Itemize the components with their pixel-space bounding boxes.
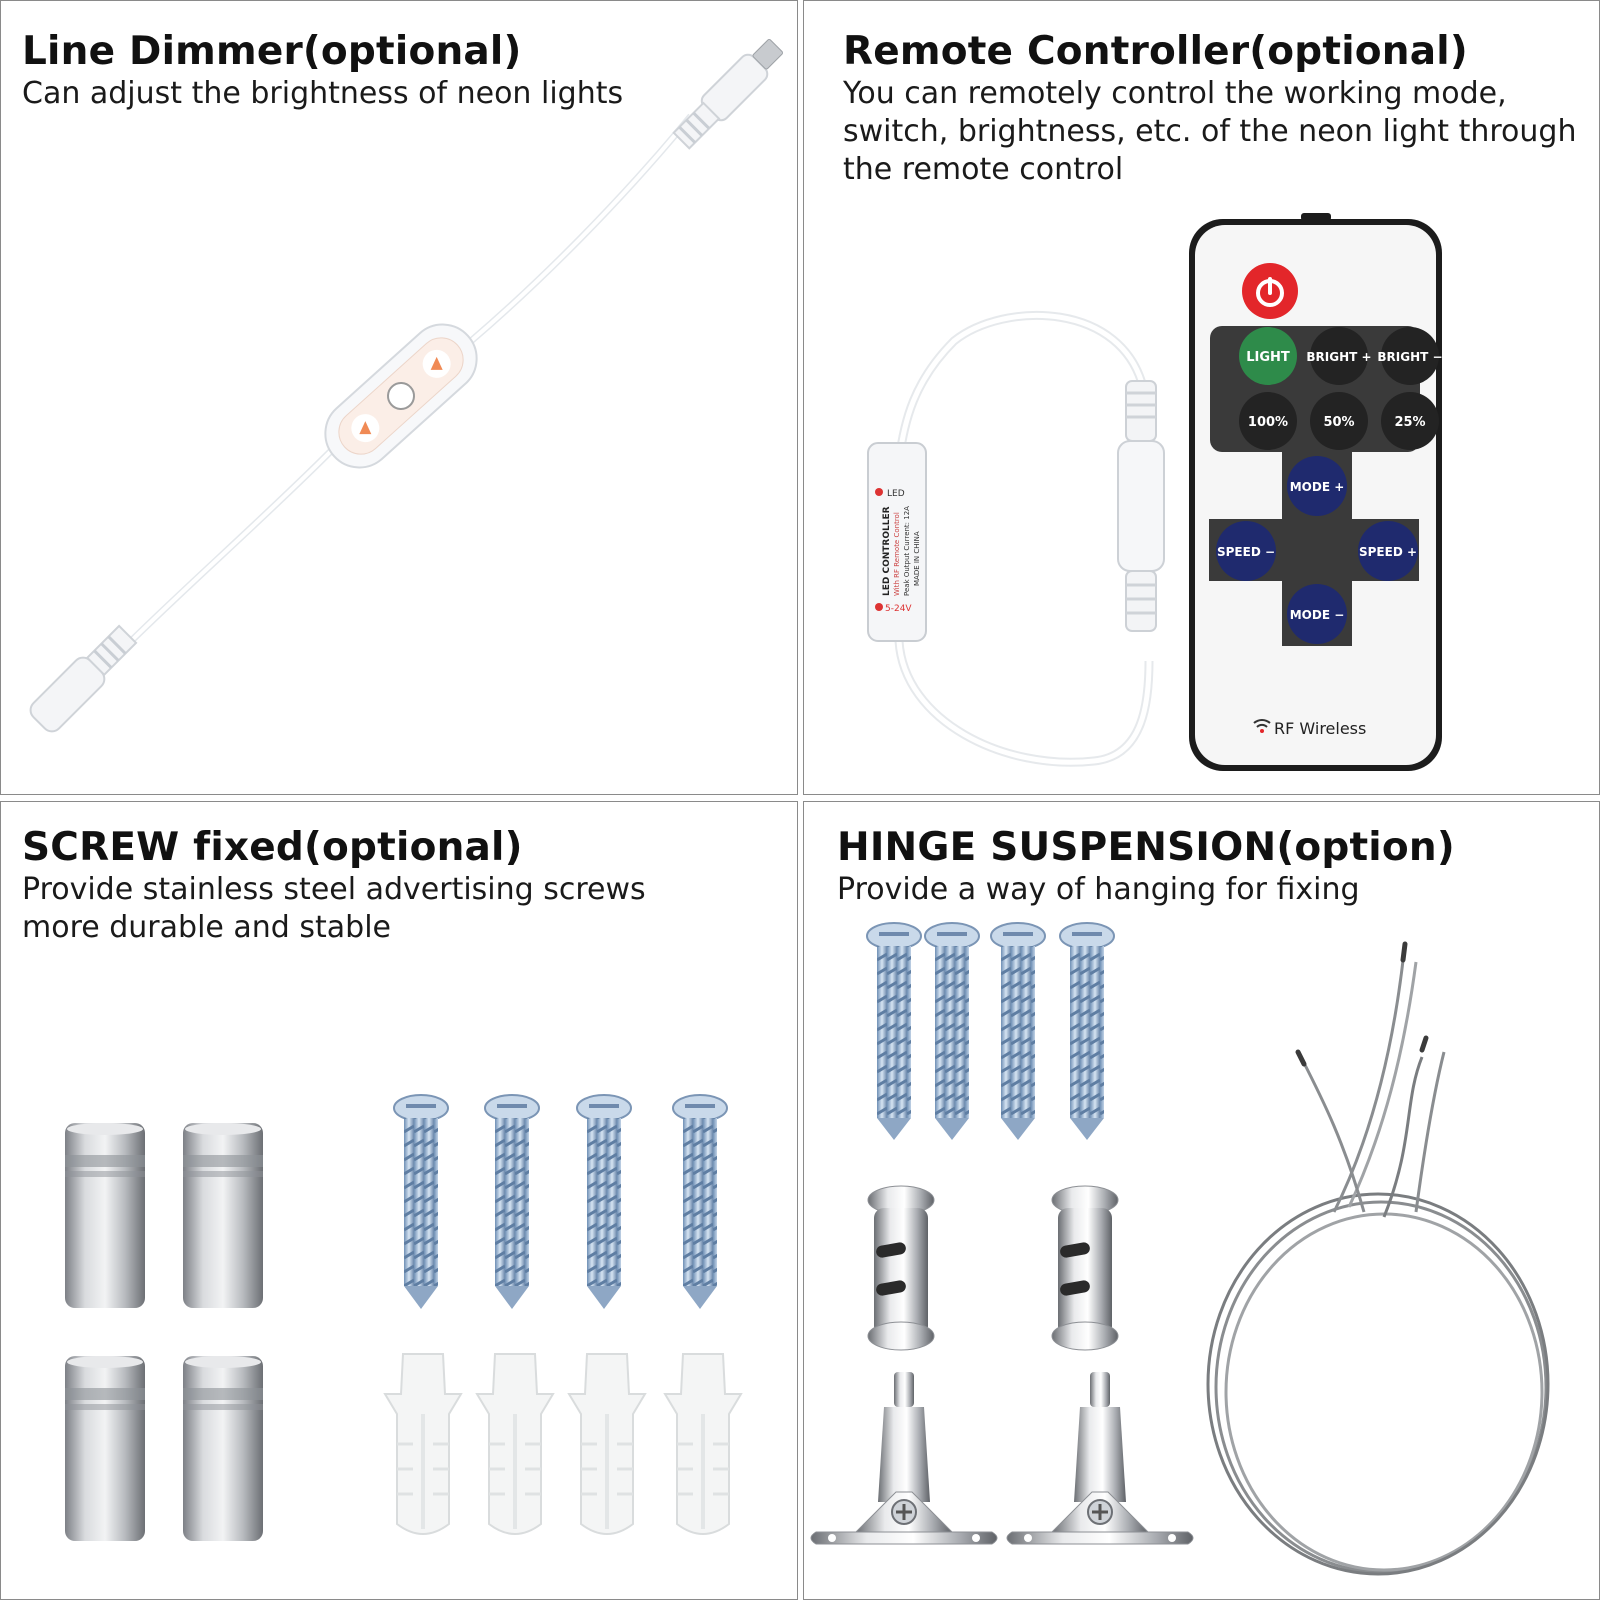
brightness-50-label: 50% — [1323, 415, 1354, 430]
bright-plus-button[interactable] — [1310, 327, 1368, 385]
brightness-25-button[interactable] — [1381, 392, 1439, 450]
screw-fixed-image — [65, 1094, 743, 1541]
speed-plus-label: SPEED + — [1359, 545, 1417, 559]
screw-fixed-description: Provide stainless steel advertising scre… — [22, 871, 646, 947]
bright-minus-button[interactable] — [1381, 327, 1439, 385]
rf-remote: LIGHT BRIGHT + BRIGHT − 100% 50% 25% MOD… — [1189, 213, 1443, 771]
screw-desc-line-2: more durable and stable — [22, 910, 391, 945]
panel-remote-controller: Remote Controller(optional) You can remo… — [803, 0, 1600, 795]
controller-current: Peak Output Current: 12A — [903, 506, 911, 596]
bright-minus-label: BRIGHT − — [1377, 350, 1442, 364]
bright-plus-label: BRIGHT + — [1306, 350, 1371, 364]
controller-made: MADE IN CHINA — [913, 531, 921, 586]
led-label: LED — [887, 489, 905, 499]
line-dimmer-image — [29, 39, 783, 733]
dimmer-body — [324, 323, 478, 469]
brightness-25-label: 25% — [1394, 415, 1425, 430]
panel-screw-fixed: SCREW fixed(optional) Provide stainless … — [0, 801, 798, 1600]
line-dimmer-title: Line Dimmer(optional) — [22, 29, 522, 74]
ceiling-bracket-group — [809, 1370, 1195, 1546]
speed-plus-button[interactable] — [1358, 521, 1418, 581]
speed-minus-button[interactable] — [1216, 521, 1276, 581]
standoff-group — [65, 1123, 263, 1541]
screw-fixed-title: SCREW fixed(optional) — [22, 825, 523, 870]
hinge-suspension-description: Provide a way of hanging for fixing — [837, 871, 1360, 909]
screw-desc-line-1: Provide stainless steel advertising scre… — [22, 872, 646, 907]
remote-controller-description: You can remotely control the working mod… — [843, 75, 1576, 189]
light-button[interactable] — [1239, 327, 1297, 385]
brightness-100-label: 100% — [1248, 415, 1288, 430]
panel-line-dimmer: Line Dimmer(optional) Can adjust the bri… — [0, 0, 798, 795]
brightness-50-button[interactable] — [1310, 392, 1368, 450]
mode-minus-label: MODE − — [1290, 608, 1345, 622]
hinge-suspension-image — [809, 922, 1550, 1576]
light-button-label: LIGHT — [1246, 350, 1290, 365]
mode-minus-button[interactable] — [1287, 584, 1347, 644]
panel-hinge-suspension: HINGE SUSPENSION(option) Provide a way o… — [803, 801, 1600, 1600]
brightness-100-button[interactable] — [1239, 392, 1297, 450]
hinge-desc-line-1: Provide a way of hanging for fixing — [837, 872, 1360, 907]
hanging-screw-group — [866, 922, 1115, 1141]
mode-plus-label: MODE + — [1290, 480, 1345, 494]
voltage-label: 5-24V — [885, 604, 912, 614]
remote-desc-line-3: the remote control — [843, 152, 1124, 187]
controller-sub: With RF Remote Control — [893, 512, 901, 596]
wifi-icon — [1253, 719, 1271, 733]
cable-gripper-group — [867, 1185, 1119, 1351]
rf-wireless-label: RF Wireless — [1274, 719, 1366, 738]
remote-desc-line-1: You can remotely control the working mod… — [843, 76, 1507, 111]
remote-controller-title: Remote Controller(optional) — [843, 29, 1468, 74]
screw-group — [393, 1094, 728, 1310]
controller-name: LED CONTROLLER — [882, 506, 892, 596]
line-dimmer-description: Can adjust the brightness of neon lights — [22, 75, 623, 113]
line-dimmer-desc-line: Can adjust the brightness of neon lights — [22, 76, 624, 111]
wall-anchor-group — [383, 1352, 743, 1536]
remote-desc-line-2: switch, brightness, etc. of the neon lig… — [843, 114, 1577, 149]
speed-minus-label: SPEED − — [1217, 545, 1275, 559]
hinge-suspension-title: HINGE SUSPENSION(option) — [837, 825, 1455, 870]
led-controller-module: LED 5-24V LED CONTROLLER With RF Remote … — [867, 442, 927, 642]
wire-ends — [1295, 941, 1429, 1067]
mode-plus-button[interactable] — [1287, 456, 1347, 516]
steel-wire-coil — [1206, 951, 1550, 1576]
remote-controller-image: LED 5-24V LED CONTROLLER With RF Remote … — [867, 213, 1443, 771]
